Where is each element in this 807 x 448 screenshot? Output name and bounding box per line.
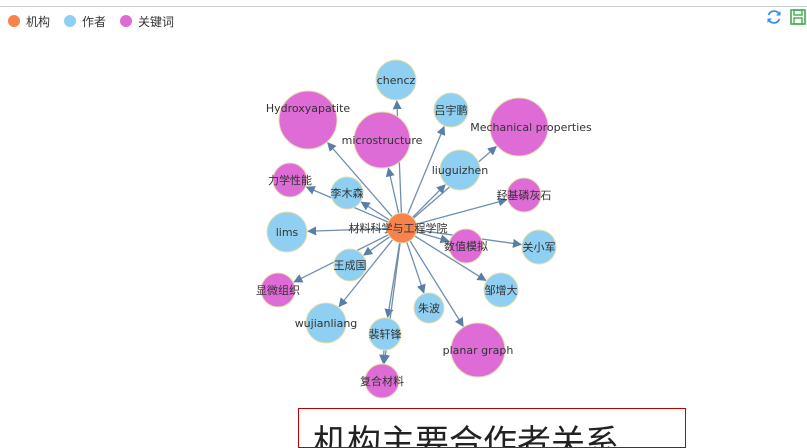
caption-text: 机构主要合作者关系 <box>313 423 619 448</box>
node-邹增大[interactable] <box>483 272 519 308</box>
node-羟基磷灰石[interactable] <box>506 177 542 213</box>
edge-planar-graph <box>409 240 464 328</box>
edge-hydroxyapatite <box>327 141 393 218</box>
top-divider <box>0 0 807 7</box>
node-label-lims: lims <box>276 226 299 239</box>
node-label-chencz: chencz <box>377 74 416 87</box>
edge-李木森 <box>360 201 390 221</box>
node-liuguizhen[interactable] <box>439 149 481 191</box>
legend: 机构 作者 关键词 <box>8 12 174 30</box>
node-planar-graph[interactable] <box>450 322 506 378</box>
node-label-羟基磷灰石: 羟基磷灰石 <box>497 188 552 202</box>
node-label-wujianliang: wujianliang <box>295 317 358 330</box>
legend-label-institution: 机构 <box>26 14 51 29</box>
edge-朱波 <box>406 242 426 294</box>
node-显微组织[interactable] <box>260 272 296 308</box>
node-label-关小军: 关小军 <box>523 240 556 254</box>
node-label-mechanical-properties: Mechanical properties <box>470 121 592 134</box>
edge-吕宇鹏 <box>407 125 446 215</box>
edge-microstructure <box>385 167 400 214</box>
node-label-显微组织: 显微组织 <box>256 283 300 297</box>
edge-liuguizhen <box>412 184 446 218</box>
node-hydroxyapatite[interactable] <box>278 90 338 150</box>
legend-swatch-author <box>64 15 77 27</box>
node-label-邹增大: 邹增大 <box>485 283 518 297</box>
save-image-icon[interactable] <box>789 8 807 26</box>
legend-label-author: 作者 <box>82 14 107 29</box>
edge-裴轩锋 <box>384 242 401 319</box>
edge-裴轩锋-复合材料 <box>379 349 389 364</box>
node-label-王成国: 王成国 <box>334 259 367 272</box>
node-裴轩锋[interactable] <box>368 317 402 351</box>
node-吕宇鹏[interactable] <box>433 92 469 128</box>
node-数值模拟[interactable] <box>448 228 484 264</box>
legend-item-institution[interactable]: 机构 <box>8 13 50 30</box>
node-lims[interactable] <box>266 211 308 253</box>
node-chencz[interactable] <box>375 59 417 101</box>
edge-羟基磷灰石 <box>416 197 508 225</box>
node-label-liuguizhen: liuguizhen <box>432 164 489 177</box>
legend-item-author[interactable]: 作者 <box>64 13 106 30</box>
edge-邹增大 <box>414 235 487 281</box>
refresh-icon[interactable] <box>765 8 783 26</box>
node-label-李木森: 李木森 <box>331 186 364 200</box>
node-力学性能[interactable] <box>272 162 308 198</box>
toolbox <box>765 8 807 26</box>
node-wujianliang[interactable] <box>305 302 347 344</box>
legend-swatch-institution <box>8 15 20 27</box>
legend-item-keyword[interactable]: 关键词 <box>120 13 174 30</box>
node-microstructure[interactable] <box>353 111 411 169</box>
node-label-复合材料: 复合材料 <box>360 374 404 388</box>
node-label-center-institution: 材料科学与工程学院 <box>349 221 448 235</box>
node-label-planar-graph: planar graph <box>443 344 514 357</box>
edge-wujianliang <box>338 239 394 308</box>
caption-box: 机构主要合作者关系 <box>298 408 686 448</box>
node-label-朱波: 朱波 <box>418 302 440 315</box>
node-center-institution[interactable] <box>386 212 418 244</box>
node-label-裴轩锋: 裴轩锋 <box>369 327 402 341</box>
edge-王成国 <box>363 236 391 256</box>
node-label-数值模拟: 数值模拟 <box>444 239 488 253</box>
node-label-microstructure: microstructure <box>342 134 423 147</box>
node-label-力学性能: 力学性能 <box>268 173 312 187</box>
edge-数值模拟 <box>416 231 450 244</box>
node-label-吕宇鹏: 吕宇鹏 <box>435 104 468 117</box>
node-王成国[interactable] <box>333 248 367 282</box>
legend-swatch-keyword <box>120 15 133 27</box>
node-layer <box>260 59 557 399</box>
node-朱波[interactable] <box>413 292 445 324</box>
edge-lims <box>307 226 388 236</box>
node-复合材料[interactable] <box>364 363 400 399</box>
node-label-hydroxyapatite: Hydroxyapatite <box>266 102 351 115</box>
legend-label-keyword: 关键词 <box>138 14 175 29</box>
node-mechanical-properties[interactable] <box>489 97 549 157</box>
node-李木森[interactable] <box>330 176 364 210</box>
node-关小军[interactable] <box>521 229 557 265</box>
